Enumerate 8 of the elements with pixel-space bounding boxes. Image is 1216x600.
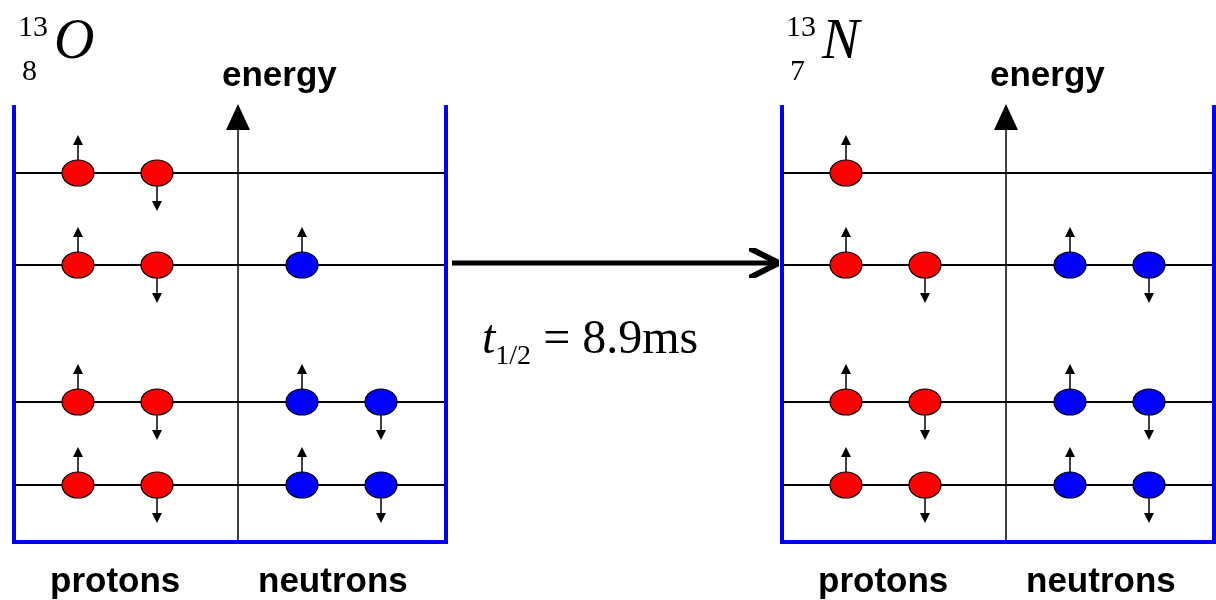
edge-label: t$_{1/2}$ = 8.9ms bbox=[482, 309, 699, 372]
axis-label: energy bbox=[222, 54, 337, 94]
column-label: protons bbox=[50, 560, 181, 600]
arrow bbox=[452, 245, 782, 281]
column-label: neutrons bbox=[258, 560, 408, 600]
column-label: neutrons bbox=[1026, 560, 1176, 600]
axis-label: energy bbox=[990, 54, 1105, 94]
column-label: protons bbox=[818, 560, 949, 600]
